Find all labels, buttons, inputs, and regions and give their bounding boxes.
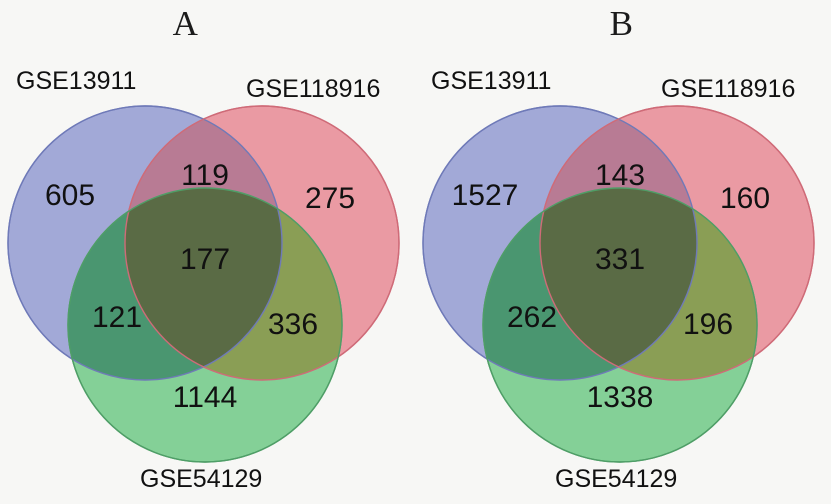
panel-a-venn-circles	[7, 105, 400, 463]
count-red-green: 196	[682, 308, 734, 341]
count-red-only: 160	[719, 182, 771, 215]
panel-b-venn-circles	[422, 105, 815, 463]
count-blue-only: 605	[44, 179, 96, 212]
overlap-all-three	[125, 188, 282, 380]
set-label-blue: GSE13911	[431, 67, 552, 95]
count-green-only: 1338	[586, 381, 654, 414]
circle-red-outline	[124, 105, 400, 381]
count-blue-red: 119	[181, 159, 229, 192]
set-label-red: GSE118916	[246, 75, 381, 103]
circle-red-outline	[539, 105, 815, 381]
count-all-three: 177	[179, 243, 231, 276]
circle-blue-outline	[7, 105, 283, 381]
circle-green-outline	[482, 187, 758, 463]
set-label-blue: GSE13911	[16, 67, 137, 95]
panel-b-title: B	[609, 4, 634, 43]
count-green-only: 1144	[172, 381, 238, 414]
count-blue-only: 1527	[451, 179, 519, 212]
circle-blue-outline	[422, 105, 698, 381]
count-blue-red: 143	[594, 159, 646, 192]
panel-a: A	[0, 0, 415, 504]
overlap-all-three	[540, 188, 697, 380]
count-blue-green: 121	[91, 301, 143, 334]
panel-b: B	[415, 0, 830, 504]
count-red-only: 275	[304, 182, 356, 215]
set-label-green: GSE54129	[140, 465, 263, 493]
count-all-three: 331	[594, 243, 646, 276]
count-red-green: 336	[267, 308, 319, 341]
set-label-red: GSE118916	[661, 75, 796, 103]
set-label-green: GSE54129	[555, 465, 678, 493]
count-blue-green: 262	[506, 301, 558, 334]
panel-a-title: A	[172, 4, 199, 43]
circle-green-outline	[67, 187, 343, 463]
